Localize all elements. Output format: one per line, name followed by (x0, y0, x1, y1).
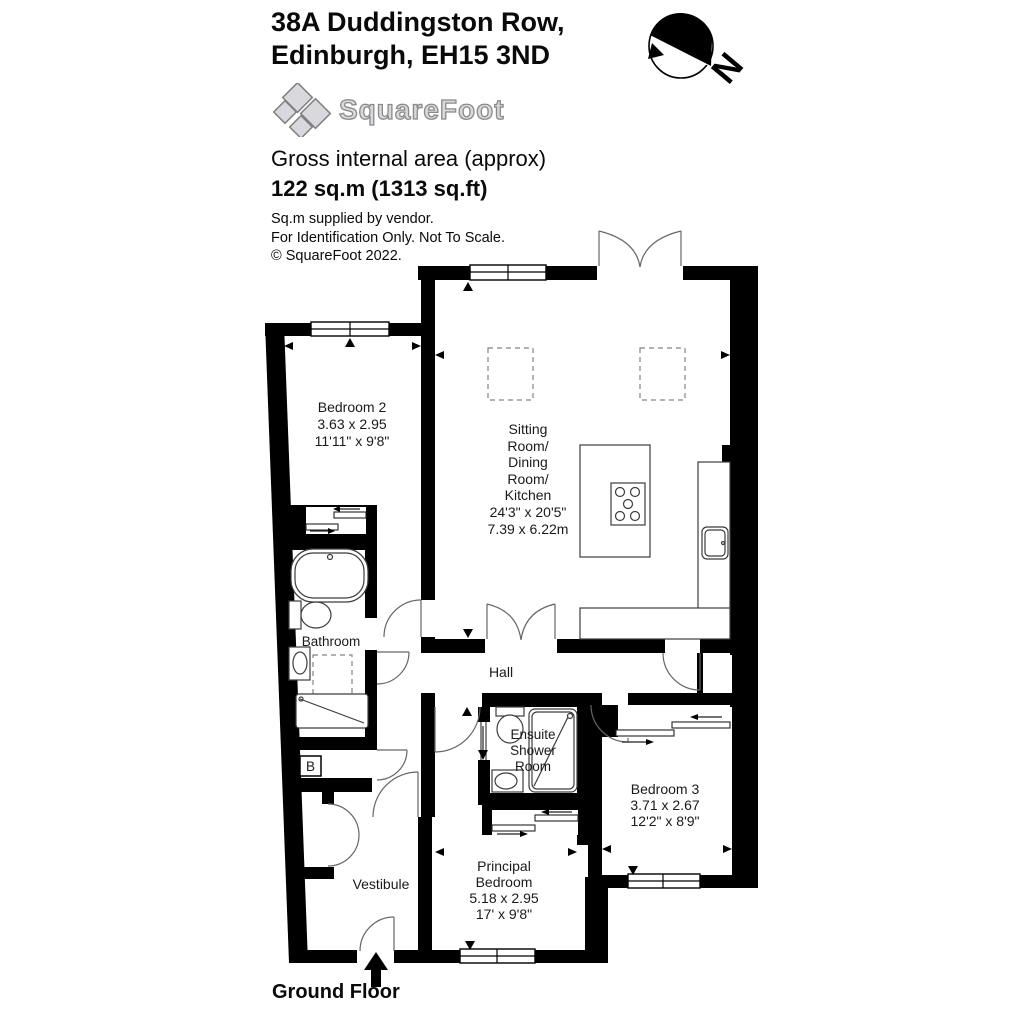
boiler-cupboard-door (376, 749, 408, 781)
hall-end-door (662, 652, 701, 691)
bathroom-shower-tray (295, 693, 369, 729)
bedroom2-dim-m: 3.63 x 2.95 (317, 416, 386, 432)
boiler-label: B (306, 759, 315, 774)
bedroom3-dim-m: 3.71 x 2.67 (630, 797, 699, 813)
principal-line1: Principal (477, 858, 531, 874)
ensuite-fixtures (478, 706, 578, 793)
skylight-right (639, 347, 686, 401)
ensuite-line1: Ensuite (510, 727, 555, 742)
floor-label: Ground Floor (272, 981, 400, 1003)
room-labels: Bedroom 2 3.63 x 2.95 11'11" x 9'8" Sitt… (302, 399, 700, 922)
squarefoot-logo-icon (272, 83, 332, 137)
front-entrance-door (359, 916, 395, 952)
kitchen-counter-bottom (579, 607, 731, 640)
ensuite-shower (528, 708, 578, 793)
bathroom-name: Bathroom (302, 634, 361, 649)
bedroom3-name: Bedroom 3 (631, 781, 700, 797)
bathroom-toilet (288, 600, 332, 630)
vestibule-inner-door (372, 771, 419, 818)
principal-bedroom-window (459, 948, 536, 964)
bathtub (290, 548, 369, 603)
ensuite-line3: Room (515, 759, 551, 774)
sitting-room-dim-ft: 24'3" x 20'5" (490, 504, 567, 520)
dimension-markers (284, 282, 732, 950)
address-line-2: Edinburgh, EH15 3ND (271, 40, 551, 70)
walls (265, 266, 758, 963)
gross-area-label: Gross internal area (approx) (271, 146, 547, 171)
kitchen-sink (701, 526, 729, 560)
bathroom-door (376, 651, 410, 685)
bedroom2-dim-ft: 11'11" x 9'8" (315, 433, 390, 449)
disclaimer-identification: For Identification Only. Not To Scale. (271, 229, 505, 246)
bedroom2-door (383, 599, 422, 638)
sitting-room-dim-m: 7.39 x 6.22m (488, 521, 569, 537)
ensuite-sliding-door (478, 722, 488, 760)
entrance-arrow (364, 952, 388, 987)
hall-french-doors (486, 603, 556, 641)
windows (310, 264, 701, 964)
vestibule-closet-doors (327, 803, 360, 867)
sitting-room-line1: Sitting (509, 421, 548, 437)
ensuite-basin (491, 769, 524, 793)
header: 38A Duddingston Row, Edinburgh, EH15 3ND… (271, 6, 631, 266)
bedroom2-name: Bedroom 2 (318, 399, 387, 415)
property-address: 38A Duddingston Row, Edinburgh, EH15 3ND (271, 6, 631, 72)
bedroom2-wardrobe (305, 506, 367, 534)
bathroom-dashed-area (312, 654, 353, 704)
wardrobes (305, 506, 731, 837)
doors (327, 230, 701, 952)
sitting-room-line4: Room/ (507, 471, 548, 487)
bedroom3-dim-ft: 12'2" x 8'9" (631, 813, 700, 829)
address-line-1: 38A Duddingston Row, (271, 7, 565, 37)
disclaimer-vendor: Sq.m supplied by vendor. (271, 211, 434, 227)
bathroom-basin (288, 646, 311, 681)
skylight-left (487, 347, 534, 401)
bedroom3-window (627, 873, 701, 889)
principal-bedroom-door (434, 706, 481, 753)
sitting-room-line3: Dining (508, 454, 548, 470)
sitting-room-line5: Kitchen (505, 487, 552, 503)
disclaimers: Sq.m supplied by vendor. For Identificat… (271, 210, 631, 266)
ensuite-toilet (495, 706, 525, 744)
entrance-french-doors (598, 230, 682, 268)
squarefoot-logo: SquareFoot (271, 83, 631, 137)
hob (610, 482, 646, 526)
principal-dim-ft: 17' x 9'8" (476, 906, 532, 922)
compass-arrow (650, 13, 712, 67)
bedroom2-window (310, 321, 390, 337)
bedroom3-wardrobe (615, 705, 731, 745)
principal-bedroom-wardrobe (491, 809, 579, 837)
boiler-cupboard: B (299, 755, 322, 777)
sitting-room-line2: Room/ (507, 438, 548, 454)
kitchen-fixtures (487, 347, 731, 640)
vestibule-name: Vestibule (353, 876, 410, 892)
copyright-note: © SquareFoot 2022. (271, 248, 402, 264)
ensuite-line2: Shower (510, 743, 556, 758)
principal-line2: Bedroom (476, 874, 533, 890)
squarefoot-logo-text: SquareFoot (338, 93, 505, 125)
north-compass: N (648, 13, 751, 91)
gross-area-value: 122 sq.m (1313 sq.ft) (271, 176, 488, 201)
sitting-room-window (469, 264, 547, 281)
bathroom-fixtures (288, 548, 369, 729)
principal-dim-m: 5.18 x 2.95 (469, 890, 538, 906)
hall-name: Hall (489, 664, 513, 680)
